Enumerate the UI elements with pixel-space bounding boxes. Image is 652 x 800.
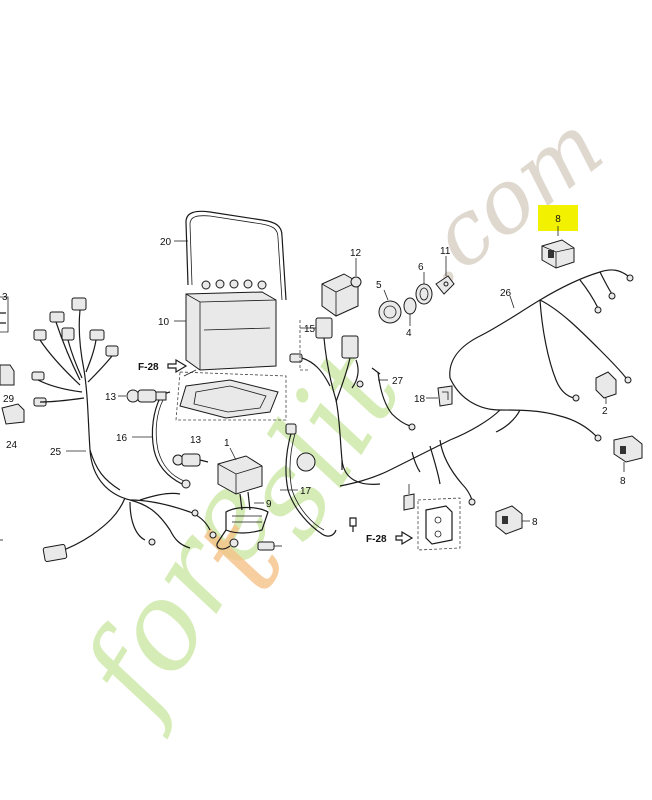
label-13-left: 13 — [105, 392, 117, 403]
part-4-nut: 4 — [403, 297, 417, 339]
f28-arrow-bottom — [395, 530, 414, 546]
part-8-rubber-mount-right: 8 — [613, 435, 643, 487]
part-8-rubber-mount-highlighted — [541, 239, 575, 269]
part-11-key-cap: 11 — [435, 246, 455, 295]
label-9: 9 — [266, 499, 272, 510]
label-6: 6 — [418, 262, 424, 273]
battery-tray: F-28 — [138, 358, 287, 421]
part-13-cable-left: 13 — [105, 389, 171, 403]
label-20: 20 — [160, 237, 172, 248]
label-25: 25 — [50, 447, 62, 458]
label-8-bottom: 8 — [532, 517, 538, 528]
part-8-highlight-box[interactable]: 8 — [538, 205, 578, 269]
part-8-rubber-mount-bottom: 8 — [495, 505, 538, 535]
label-3: 3 — [2, 292, 8, 303]
label-2: 2 — [602, 406, 608, 417]
label-4: 4 — [406, 328, 412, 339]
label-24: 24 — [6, 440, 18, 451]
label-5: 5 — [376, 280, 382, 291]
label-13-bottom: 13 — [190, 435, 202, 446]
part-1-relay-box: 1 9 — [216, 438, 282, 551]
part-20-battery-holder: 20 — [160, 210, 287, 301]
label-27: 27 — [392, 376, 404, 387]
label-1: 1 — [224, 438, 230, 449]
part-18-clamp: 18 — [414, 385, 453, 407]
label-12: 12 — [350, 248, 362, 259]
part-27-cable: 27 — [371, 367, 416, 431]
left-edge-parts: 3 29 24 — [0, 292, 25, 541]
ref-f28-bottom: F-28 — [366, 534, 387, 545]
part-7-bracket: F-28 — [366, 484, 461, 551]
part-25-main-harness: 25 — [31, 297, 217, 562]
label-18: 18 — [414, 394, 426, 405]
part-29-relay — [0, 364, 15, 386]
watermark: .com fore t slit — [52, 94, 621, 742]
label-16: 16 — [116, 433, 128, 444]
label-8-highlight: 8 — [555, 214, 561, 225]
label-26: 26 — [500, 288, 512, 299]
part-5-switch-body: 5 — [376, 280, 402, 324]
f28-arrow-top — [167, 358, 188, 374]
part-15-harness: 15 — [289, 317, 381, 485]
label-11: 11 — [440, 246, 451, 257]
part-6-ring: 6 — [415, 262, 433, 305]
part-10-battery: 10 — [158, 279, 277, 371]
ref-f28-top: F-28 — [138, 362, 159, 373]
part-13-cable-bottom: 13 — [172, 435, 209, 467]
label-8-right: 8 — [620, 476, 626, 487]
label-29: 29 — [3, 394, 15, 405]
label-15: 15 — [304, 324, 316, 335]
part-26-harness: 26 — [339, 269, 634, 506]
part-24-relay — [1, 403, 25, 425]
label-10: 10 — [158, 317, 170, 328]
part-12-ignition-switch: 12 — [321, 248, 362, 317]
part-16-cable: 16 — [116, 391, 191, 489]
part-17-cable: 17 — [280, 423, 357, 537]
label-17: 17 — [300, 486, 312, 497]
part-2-sensor: 2 — [595, 371, 617, 417]
